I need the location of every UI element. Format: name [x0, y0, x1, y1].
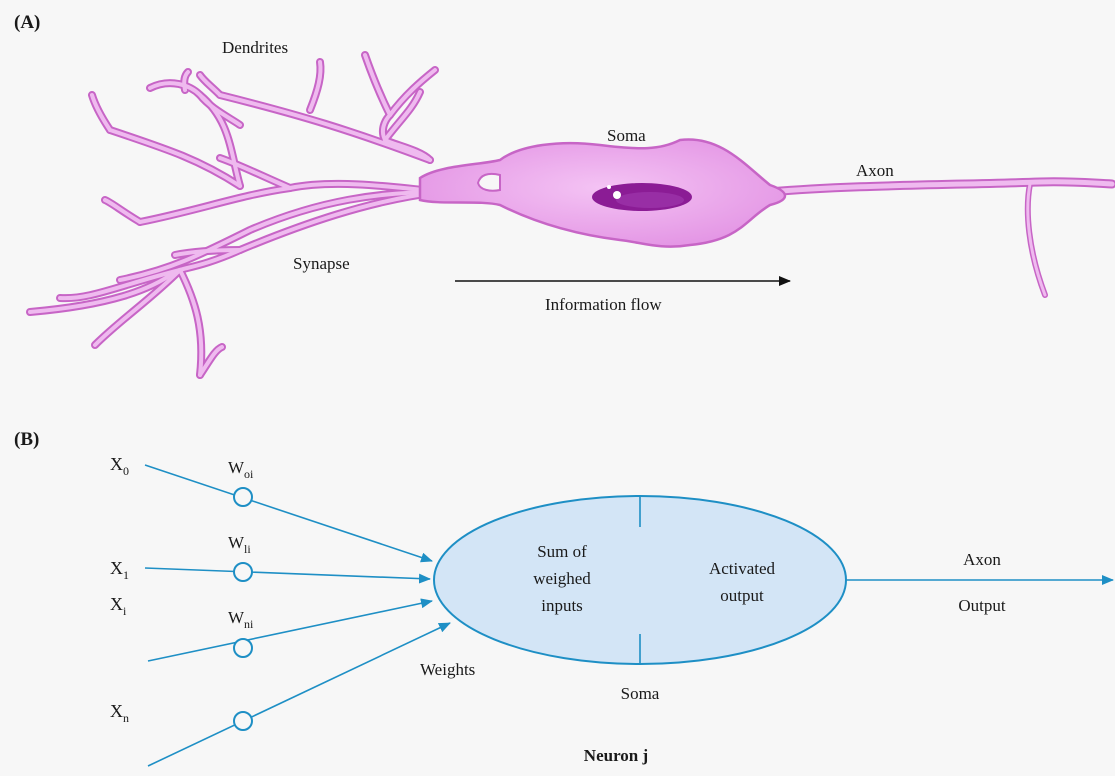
soma-label-b: Soma	[621, 684, 660, 703]
axon-label-b: Axon	[963, 550, 1001, 569]
panel-b-label: (B)	[14, 429, 39, 450]
input-x0-label: X0	[110, 454, 129, 478]
nucleolus	[613, 191, 621, 199]
weight-node-w0	[234, 488, 252, 506]
sum-line-1: Sum of	[537, 542, 587, 561]
weight-node-wn	[234, 639, 252, 657]
information-flow-label: Information flow	[545, 295, 662, 314]
biological-neuron	[30, 55, 1112, 375]
input-xi-label: Xi	[110, 594, 127, 618]
weight-node-xn	[234, 712, 252, 730]
activated-line-1: Activated	[709, 559, 776, 578]
neuron-j-label: Neuron j	[584, 746, 648, 765]
input-xn-label: Xn	[110, 701, 129, 725]
sum-line-2: weighed	[533, 569, 591, 588]
activated-line-2: output	[720, 586, 764, 605]
input-line-xn	[148, 623, 450, 766]
weights-label: Weights	[420, 660, 475, 679]
weight-w1-label: Wli	[228, 533, 251, 556]
dendrite-tree	[30, 55, 440, 375]
weight-w0-label: Woi	[228, 458, 254, 481]
input-line-x1	[145, 568, 430, 579]
input-line-x0	[145, 465, 432, 561]
input-lines	[145, 465, 450, 766]
weight-wn-label: Wni	[228, 608, 254, 631]
weight-node-w1	[234, 563, 252, 581]
input-x1-label: X1	[110, 558, 129, 582]
synapse-label: Synapse	[293, 254, 350, 273]
axon-label-a: Axon	[856, 161, 894, 180]
sum-line-3: inputs	[541, 596, 583, 615]
axon-fiber	[770, 182, 1112, 295]
panel-a-label: (A)	[14, 12, 40, 33]
dendrites-label: Dendrites	[222, 38, 288, 57]
soma-label-a: Soma	[607, 126, 646, 145]
output-label: Output	[958, 596, 1006, 615]
